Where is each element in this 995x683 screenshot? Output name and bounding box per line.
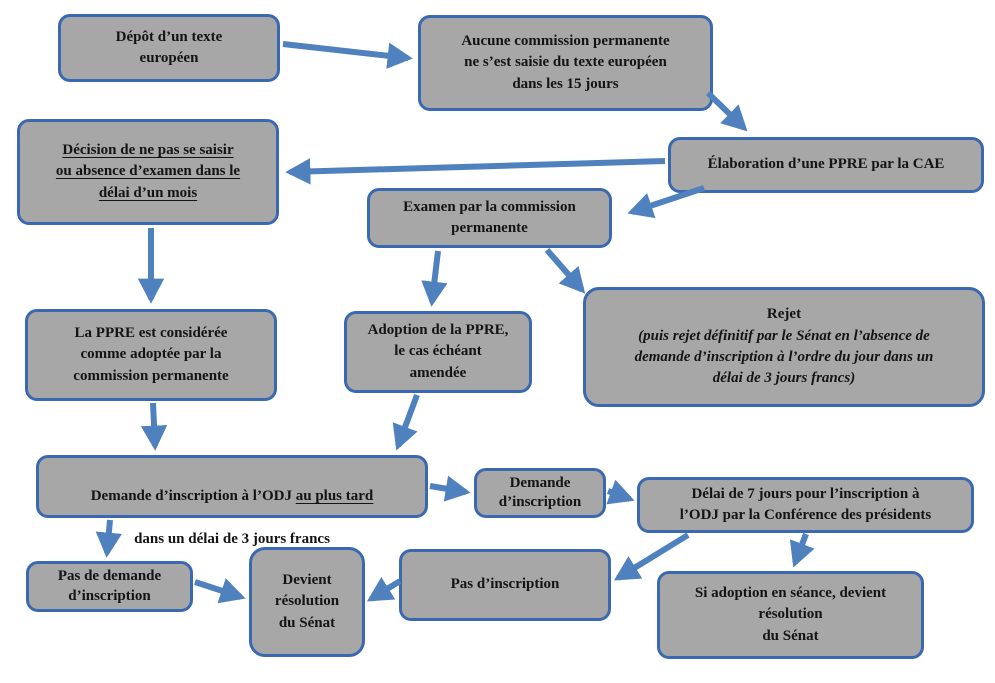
- arrow-odj-pasdemande: [95, 519, 122, 558]
- node-si-adoption-seance: Si adoption en séance, devient résolutio…: [657, 571, 924, 659]
- odj-text-underlined: au plus tard: [295, 488, 374, 505]
- arrow-consideree-odj: [140, 402, 168, 451]
- node-examen-commission: Examen par la commission permanente: [367, 188, 612, 248]
- arrow-pasdemande-devient: [194, 578, 246, 604]
- node-demande-inscription-odj: Demande d’inscription à l’ODJ au plus ta…: [36, 455, 428, 547]
- node-elaboration-ppre: Élaboration d’une PPRE par la CAE: [668, 137, 984, 193]
- odj-text-line2: dans un délai de 3 jours francs: [134, 530, 330, 547]
- arrow-examen-rejet: [544, 248, 586, 294]
- arrow-examen-adoption: [421, 250, 448, 307]
- odj-text-prefix: Demande d’inscription à l’ODJ: [90, 488, 296, 505]
- node-decision-ne-pas-saisir: Décision de ne pas se saisir ou absence …: [17, 119, 279, 225]
- node-pas-de-demande: Pas de demande d’inscription: [26, 561, 193, 612]
- node-demande-inscription: Demande d’inscription: [474, 468, 606, 518]
- node-devient-resolution: Devient résolution du Sénat: [249, 547, 365, 657]
- arrow-aucune-elaboration: [705, 90, 748, 132]
- node-ppre-consideree-adoptee: La PPRE est considérée comme adoptée par…: [25, 309, 277, 401]
- rejet-title: Rejet: [766, 306, 802, 323]
- arrow-delai7-siadoption: [789, 532, 815, 568]
- arrow-pasinscription-devient: [366, 577, 402, 602]
- node-depot-texte-europeen: Dépôt d’un texte européen: [58, 14, 280, 82]
- arrow-depot-aucune: [282, 41, 413, 69]
- node-rejet: Rejet (puis rejet définitif par le Sénat…: [583, 287, 985, 407]
- arrow-adoption-odj: [392, 393, 420, 451]
- arrow-odj-demande: [429, 475, 471, 502]
- arrow-elaboration-decision: [285, 158, 666, 185]
- arrow-demande-delai7: [606, 479, 635, 505]
- node-aucune-commission: Aucune commission permanente ne s’est sa…: [418, 15, 713, 111]
- rejet-detail: (puis rejet définitif par le Sénat en l’…: [634, 327, 934, 387]
- node-adoption-ppre: Adoption de la PPRE, le cas échéant amen…: [344, 311, 532, 393]
- node-delai-7-jours: Délai de 7 jours pour l’inscription à l’…: [637, 477, 974, 533]
- node-pas-inscription: Pas d’inscription: [399, 549, 611, 621]
